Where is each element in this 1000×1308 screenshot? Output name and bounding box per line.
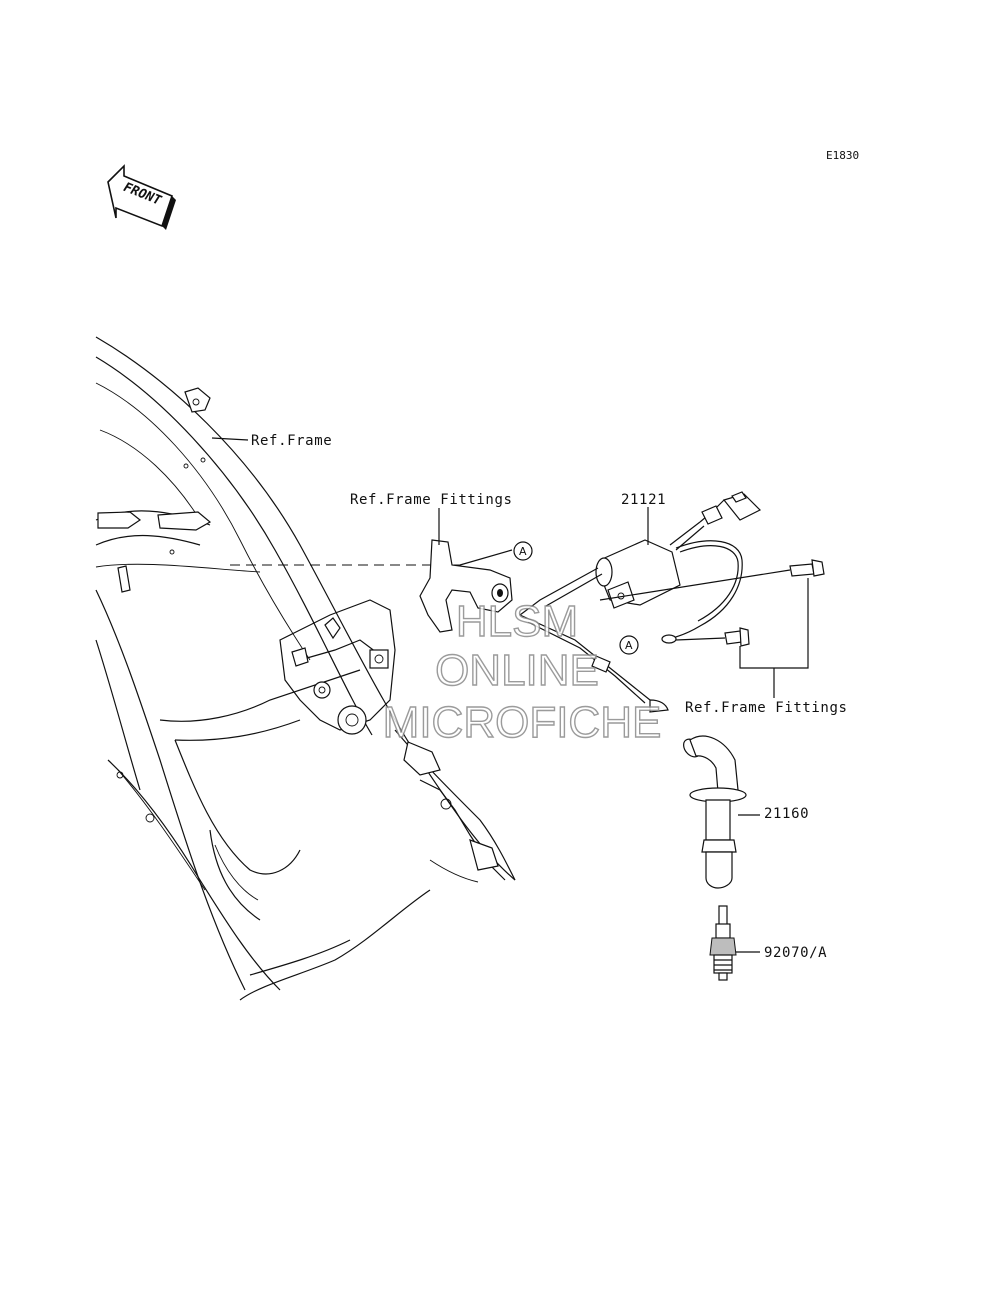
ref-frame-fittings-label-top: Ref.Frame Fittings bbox=[350, 492, 513, 508]
diagram-code: E1830 bbox=[826, 149, 859, 162]
ignition-coil bbox=[519, 491, 762, 704]
watermark-line-2: ONLINE bbox=[435, 646, 599, 695]
watermark: HLSM ONLINE MICROFICHE bbox=[382, 596, 662, 747]
part-number-21160: 21160 bbox=[764, 806, 809, 822]
callout-a-2: A bbox=[619, 635, 639, 655]
spark-plug bbox=[709, 905, 737, 981]
bolt-lower bbox=[724, 627, 750, 647]
svg-text:A: A bbox=[625, 639, 633, 652]
part-number-21121: 21121 bbox=[621, 492, 666, 508]
ref-frame-fittings-label-bottom: Ref.Frame Fittings bbox=[685, 700, 848, 716]
callout-a-1: A bbox=[513, 541, 533, 561]
ref-frame-label: Ref.Frame bbox=[251, 433, 332, 449]
watermark-line-3: MICROFICHE bbox=[383, 698, 662, 747]
frame-fitting-bracket bbox=[419, 539, 513, 633]
frame-drawing bbox=[95, 336, 516, 1001]
bolt-upper bbox=[789, 559, 825, 577]
watermark-line-1: HLSM bbox=[456, 597, 578, 646]
spark-plug-cap bbox=[649, 699, 747, 889]
part-number-92070a: 92070/A bbox=[764, 945, 827, 961]
svg-text:A: A bbox=[519, 545, 527, 558]
front-arrow-icon: FRONT bbox=[107, 164, 176, 230]
